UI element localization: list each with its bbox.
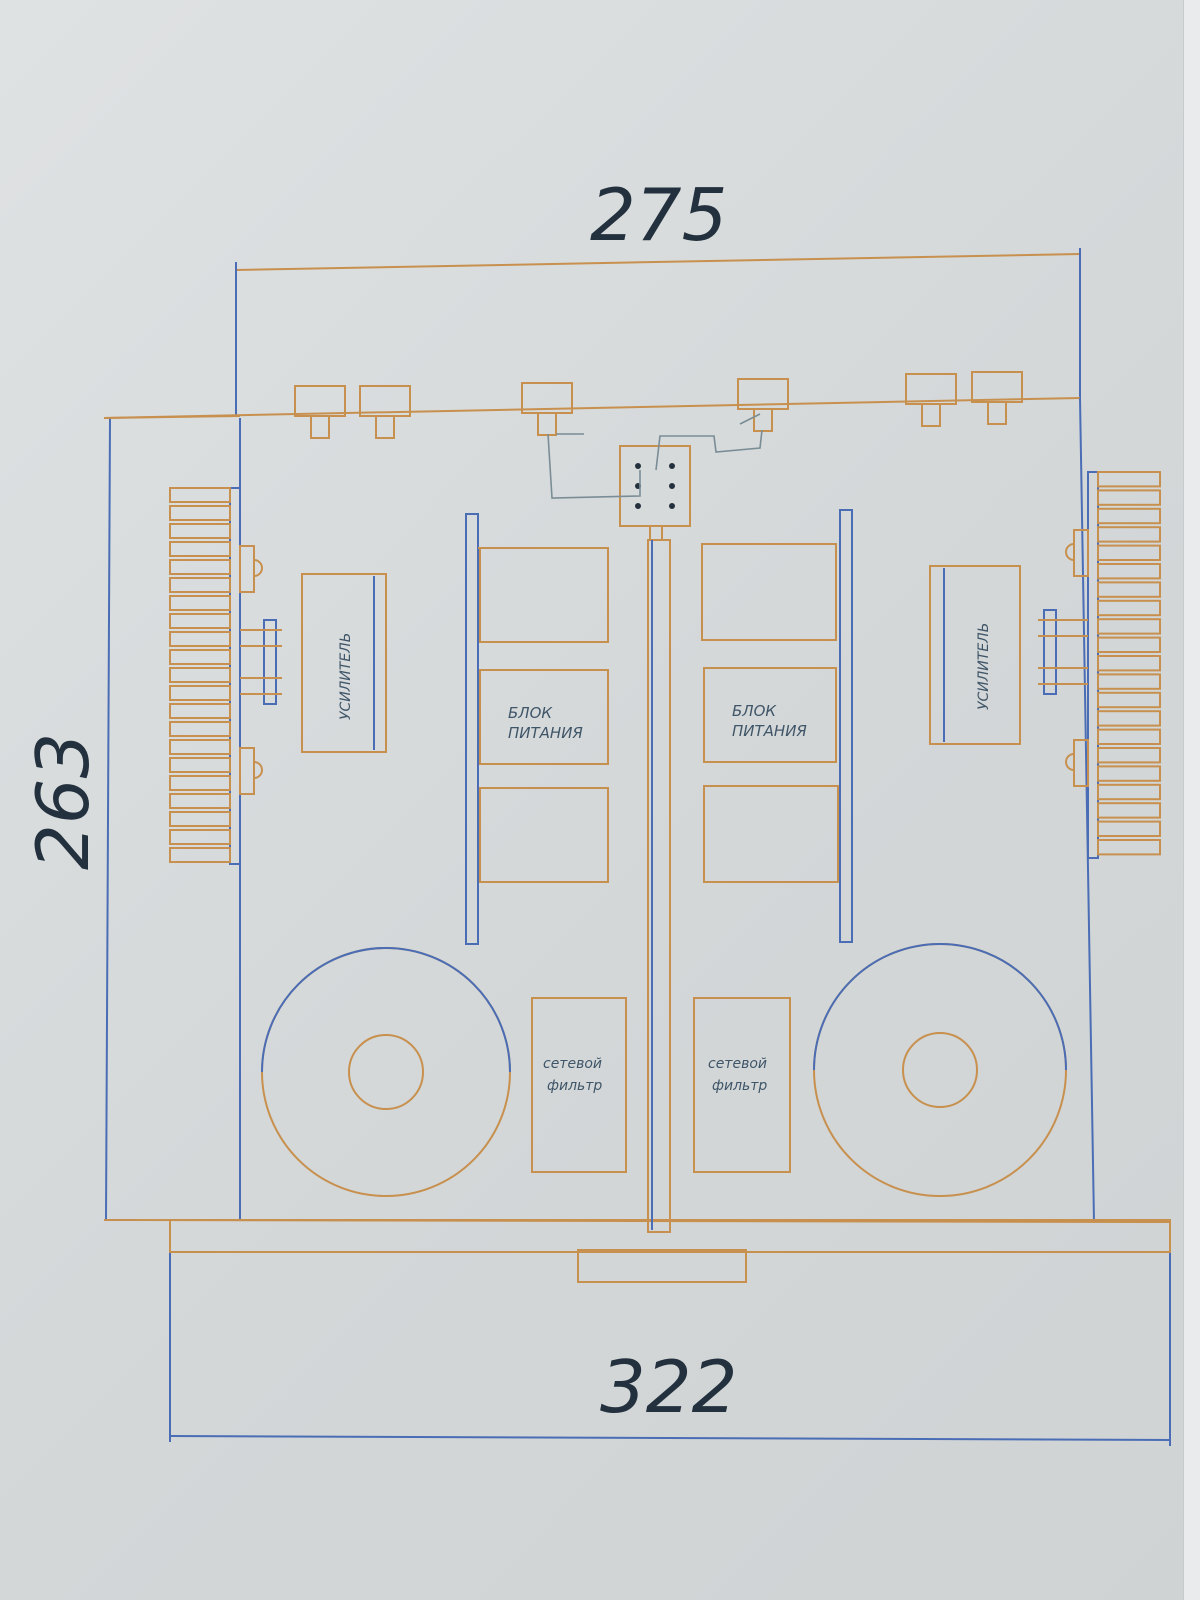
heatsink-fin: [1097, 710, 1161, 727]
front-panel-tab: [577, 1249, 747, 1283]
heatsink-fin: [169, 739, 231, 755]
heatsink-fin: [169, 631, 231, 647]
heatsink-fin: [1097, 636, 1161, 653]
filter-right: сетевой фильтр: [693, 997, 791, 1173]
heatsink-fin: [169, 667, 231, 683]
psu-right-label-1: БЛОК: [732, 702, 777, 720]
filter-right-label-1: сетевой: [708, 1056, 767, 1072]
right-transistors: [1038, 529, 1089, 787]
heatsink-fin: [169, 613, 231, 629]
dimension-height-left: 263: [21, 415, 241, 1221]
heatsink-fin: [1097, 655, 1161, 672]
heatsink-fin: [169, 595, 231, 611]
heatsink-fin: [1097, 489, 1161, 506]
heatsink-fin: [1097, 563, 1161, 580]
paper-edge: [1183, 0, 1200, 1600]
heatsink-fin: [1097, 820, 1161, 837]
heatsink-fin: [169, 847, 231, 863]
heatsink-fin: [1097, 618, 1161, 635]
heatsink-fin: [1097, 581, 1161, 598]
heatsink-fin: [169, 523, 231, 539]
left-transistors: [239, 545, 282, 795]
heatsink-fin: [169, 829, 231, 845]
dimension-263: 263: [21, 733, 105, 870]
filter-right-label-2: фильтр: [712, 1078, 767, 1094]
heatsink-fin: [1097, 747, 1161, 764]
heatsink-fin: [1097, 802, 1161, 819]
heatsink-fin: [1097, 599, 1161, 617]
chassis-body: [103, 397, 1171, 1283]
heatsink-fin: [1097, 691, 1161, 709]
transformer-right: [813, 943, 1067, 1197]
heatsink-fin: [1097, 471, 1161, 488]
heatsink-fin: [169, 685, 231, 701]
dimension-width-top: 275: [235, 173, 1081, 415]
heatsink-fin: [169, 793, 231, 809]
heatsink-fin: [1097, 507, 1161, 525]
amplifier-left: УСИЛИТЕЛЬ: [301, 573, 387, 753]
rear-connectors: [294, 371, 1023, 439]
switch-block: [547, 413, 763, 527]
amplifier-right-label: УСИЛИТЕЛЬ: [976, 623, 992, 710]
dimension-width-bottom: 322: [169, 1222, 1171, 1446]
heatsink-fin: [169, 757, 231, 773]
amplifier-left-label: УСИЛИТЕЛЬ: [338, 633, 354, 720]
heatsink-fin: [169, 721, 231, 737]
heatsink-fin: [169, 577, 231, 593]
filter-left: сетевой фильтр: [531, 997, 627, 1173]
filter-left-label-1: сетевой: [543, 1056, 602, 1072]
heatsink-fin: [1097, 765, 1161, 782]
heatsink-fin: [169, 775, 231, 791]
heatsink-fin: [1097, 544, 1161, 561]
heatsink-fin: [169, 811, 231, 827]
heatsink-fin: [1097, 839, 1161, 856]
heatsink-fin: [1097, 728, 1161, 745]
heatsink-fin: [169, 487, 231, 503]
heatsink-fin: [169, 505, 231, 521]
heatsink-fin: [169, 541, 231, 557]
filter-left-label-2: фильтр: [547, 1078, 602, 1094]
dimension-275: 275: [590, 173, 727, 257]
dimension-322: 322: [600, 1345, 737, 1429]
heatsink-fin: [1097, 783, 1161, 801]
psu-right-label-2: ПИТАНИЯ: [732, 722, 807, 740]
heatsink-fin: [1097, 526, 1161, 543]
center-spine: [647, 525, 671, 1233]
psu-left-label-2: ПИТАНИЯ: [508, 724, 583, 742]
transformer-left: [261, 947, 511, 1197]
psu-left: БЛОК ПИТАНИЯ: [465, 513, 609, 945]
left-heatsink: [169, 487, 241, 865]
amplifier-right: УСИЛИТЕЛЬ: [929, 565, 1021, 745]
psu-right: БЛОК ПИТАНИЯ: [701, 509, 853, 943]
psu-left-label-1: БЛОК: [508, 704, 553, 722]
heatsink-fin: [169, 649, 231, 665]
heatsink-fin: [169, 559, 231, 575]
heatsink-fin: [1097, 673, 1161, 690]
right-heatsink: [1087, 471, 1161, 859]
heatsink-fin: [169, 703, 231, 719]
